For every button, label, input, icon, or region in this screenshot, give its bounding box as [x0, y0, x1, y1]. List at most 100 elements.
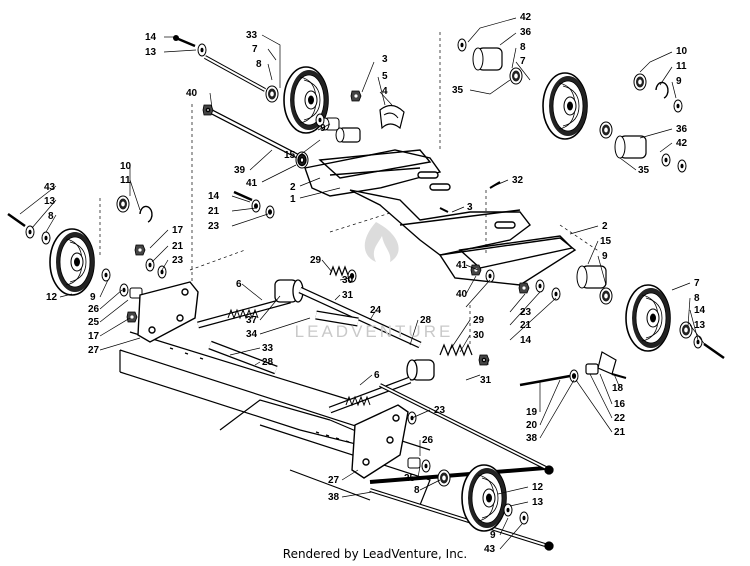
upper-shaft — [202, 104, 309, 169]
callout-22: 22 — [614, 413, 626, 424]
main-arm — [304, 149, 577, 286]
callout-8: 8 — [694, 293, 700, 304]
callout-15: 15 — [284, 150, 296, 161]
callout-19: 19 — [526, 407, 538, 418]
callout-25: 25 — [404, 473, 416, 484]
callout-12: 12 — [46, 292, 58, 303]
shock-assemblies — [197, 265, 490, 414]
callout-36: 36 — [676, 124, 688, 135]
callout-43: 43 — [44, 182, 56, 193]
callout-39: 39 — [234, 165, 246, 176]
callout-29: 29 — [473, 315, 485, 326]
callout-7: 7 — [252, 44, 258, 55]
callout-23: 23 — [434, 405, 446, 416]
callout-6: 6 — [374, 370, 380, 381]
assembly-guides — [99, 32, 601, 345]
callout-4: 4 — [382, 86, 388, 97]
callout-41: 41 — [246, 178, 258, 189]
lower-long-shaft — [369, 383, 554, 551]
callout-34: 34 — [246, 329, 258, 340]
callout-27: 27 — [88, 345, 100, 356]
spacer-cluster — [315, 90, 405, 143]
callout-38: 38 — [526, 433, 538, 444]
leader-lines — [19, 17, 707, 550]
callout-12: 12 — [532, 482, 544, 493]
callout-8: 8 — [414, 485, 420, 496]
callout-21: 21 — [172, 241, 184, 252]
wheel-upper-left — [173, 35, 329, 134]
callout-labels: 14 13 33 7 8 3 5 4 42 36 8 7 35 10 11 9 … — [44, 12, 706, 555]
callout-17: 17 — [172, 225, 184, 236]
callout-14: 14 — [520, 335, 532, 346]
arm-plates — [318, 149, 574, 269]
lower-bracket — [519, 351, 627, 387]
callout-42: 42 — [676, 138, 688, 149]
wheel-lower — [407, 411, 529, 532]
callout-24: 24 — [370, 305, 382, 316]
callout-9: 9 — [320, 123, 326, 134]
callout-43: 43 — [484, 544, 496, 555]
callout-38: 38 — [328, 492, 340, 503]
footer-credit: Rendered by LeadVenture, Inc. — [282, 547, 468, 561]
watermark-text: LEADVENTURE — [294, 322, 454, 341]
callout-36: 36 — [520, 27, 532, 38]
callout-40: 40 — [186, 88, 198, 99]
callout-30: 30 — [473, 330, 485, 341]
callout-10: 10 — [676, 46, 688, 57]
callout-31: 31 — [480, 375, 492, 386]
callout-20: 20 — [526, 420, 538, 431]
callout-40: 40 — [456, 289, 468, 300]
callout-32: 32 — [512, 175, 524, 186]
callout-3: 3 — [382, 54, 388, 65]
callout-41: 41 — [456, 260, 468, 271]
callout-21: 21 — [208, 206, 220, 217]
wheel-left — [7, 195, 167, 323]
callout-30: 30 — [342, 275, 354, 286]
callout-23: 23 — [208, 221, 220, 232]
callout-14: 14 — [694, 305, 706, 316]
callout-6: 6 — [236, 279, 242, 290]
callout-8: 8 — [520, 42, 526, 53]
callout-13: 13 — [532, 497, 544, 508]
callout-33: 28 — [262, 357, 274, 368]
callout-13: 13 — [145, 47, 157, 58]
callout-21: 21 — [520, 320, 532, 331]
callout-25: 25 — [88, 317, 100, 328]
wheel-upper-right — [457, 38, 687, 173]
callout-9: 9 — [602, 251, 608, 262]
callout-14: 14 — [208, 191, 220, 202]
cross-shafts — [208, 310, 359, 375]
watermark-flame-icon — [364, 222, 399, 262]
callout-11: 11 — [676, 61, 687, 72]
callout-5: 5 — [382, 71, 388, 82]
callout-26: 26 — [88, 304, 100, 315]
callout-35: 35 — [452, 85, 464, 96]
callout-15: 15 — [600, 236, 612, 247]
side-plate-lower — [351, 404, 409, 479]
callout-9: 9 — [676, 76, 682, 87]
callout-28: 28 — [420, 315, 432, 326]
callout-21: 21 — [614, 427, 626, 438]
callout-8: 8 — [256, 59, 262, 70]
callout-27: 27 — [328, 475, 340, 486]
callout-7: 7 — [694, 278, 700, 289]
callout-18: 18 — [612, 383, 624, 394]
callout-8: 8 — [48, 211, 54, 222]
callout-26: 26 — [422, 435, 434, 446]
callout-17: 17 — [88, 331, 100, 342]
callout-3: 3 — [467, 202, 473, 213]
callout-9: 9 — [490, 530, 496, 541]
callout-13: 13 — [44, 196, 56, 207]
callout-23: 23 — [520, 307, 532, 318]
callout-9: 9 — [90, 292, 96, 303]
callout-23: 23 — [172, 255, 184, 266]
callout-2: 2 — [602, 221, 608, 232]
bolts — [233, 181, 501, 219]
callout-7: 7 — [520, 56, 526, 67]
side-plate-left — [137, 281, 199, 343]
callout-35: 35 — [638, 165, 650, 176]
callout-10: 10 — [120, 161, 132, 172]
callout-2: 2 — [290, 182, 296, 193]
callout-29: 29 — [310, 255, 322, 266]
